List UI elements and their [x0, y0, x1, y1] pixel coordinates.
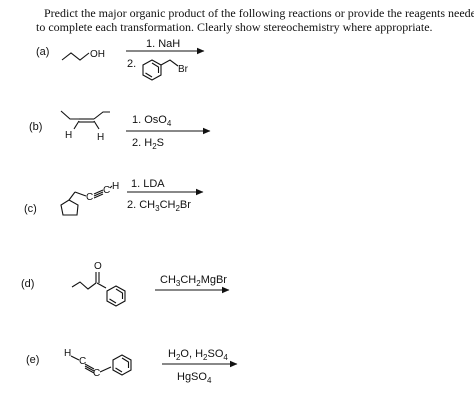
- problem-c-label: (c): [24, 203, 37, 215]
- problem-e-reagent-above: H2O, H2SO4: [168, 348, 228, 363]
- problem-b-reagent-1: 1. OsO4: [132, 114, 172, 129]
- problem-d-label: (d): [21, 278, 35, 290]
- instructions-line-2: to complete each transformation. Clearly…: [36, 20, 433, 34]
- problem-c-alkyne-structure: C C H: [60, 181, 119, 216]
- carbonyl-oxygen-label: O: [94, 261, 102, 272]
- bromine-label: Br: [178, 64, 189, 75]
- problem-a-propanol-structure: OH: [61, 49, 105, 61]
- alkyne-carbon-2-label: C: [103, 185, 110, 196]
- problem-b-label: (b): [29, 121, 43, 133]
- terminal-hydrogen-label: H: [64, 348, 71, 359]
- hydrogen-right-label: H: [97, 132, 104, 143]
- problem-d-ketone-structure: O: [71, 261, 126, 307]
- problem-a-benzyl-bromide-structure: Br: [142, 59, 189, 81]
- problem-a-label: (a): [36, 46, 50, 58]
- problem-e-alkyne-structure: H C C: [64, 348, 132, 379]
- problem-c-reagent-2: 2. CH3CH2Br: [127, 199, 191, 214]
- problem-c-reagent-1: 1. LDA: [131, 178, 165, 190]
- problem-d-reagent: CH3CH2MgBr: [160, 274, 227, 289]
- problem-e-label: (e): [26, 354, 40, 366]
- terminal-hydrogen-label: H: [112, 181, 119, 192]
- alkyne-carbon-1-label: C: [86, 192, 93, 203]
- hydroxyl-label: OH: [90, 49, 105, 60]
- problem-e-reagent-below: HgSO4: [177, 371, 212, 386]
- alkyne-carbon-1-label: C: [79, 356, 86, 367]
- instructions-line-1: Predict the major organic product of the…: [44, 6, 474, 20]
- problem-a-reagent-1: 1. NaH: [146, 38, 181, 50]
- hydrogen-left-label: H: [65, 130, 72, 141]
- alkyne-carbon-2-label: C: [93, 368, 100, 379]
- problem-b-alkene-structure: H H: [60, 110, 110, 143]
- problem-b-reagent-2: 2. H2S: [132, 137, 164, 152]
- problem-a-reagent-2: 2.: [127, 58, 137, 70]
